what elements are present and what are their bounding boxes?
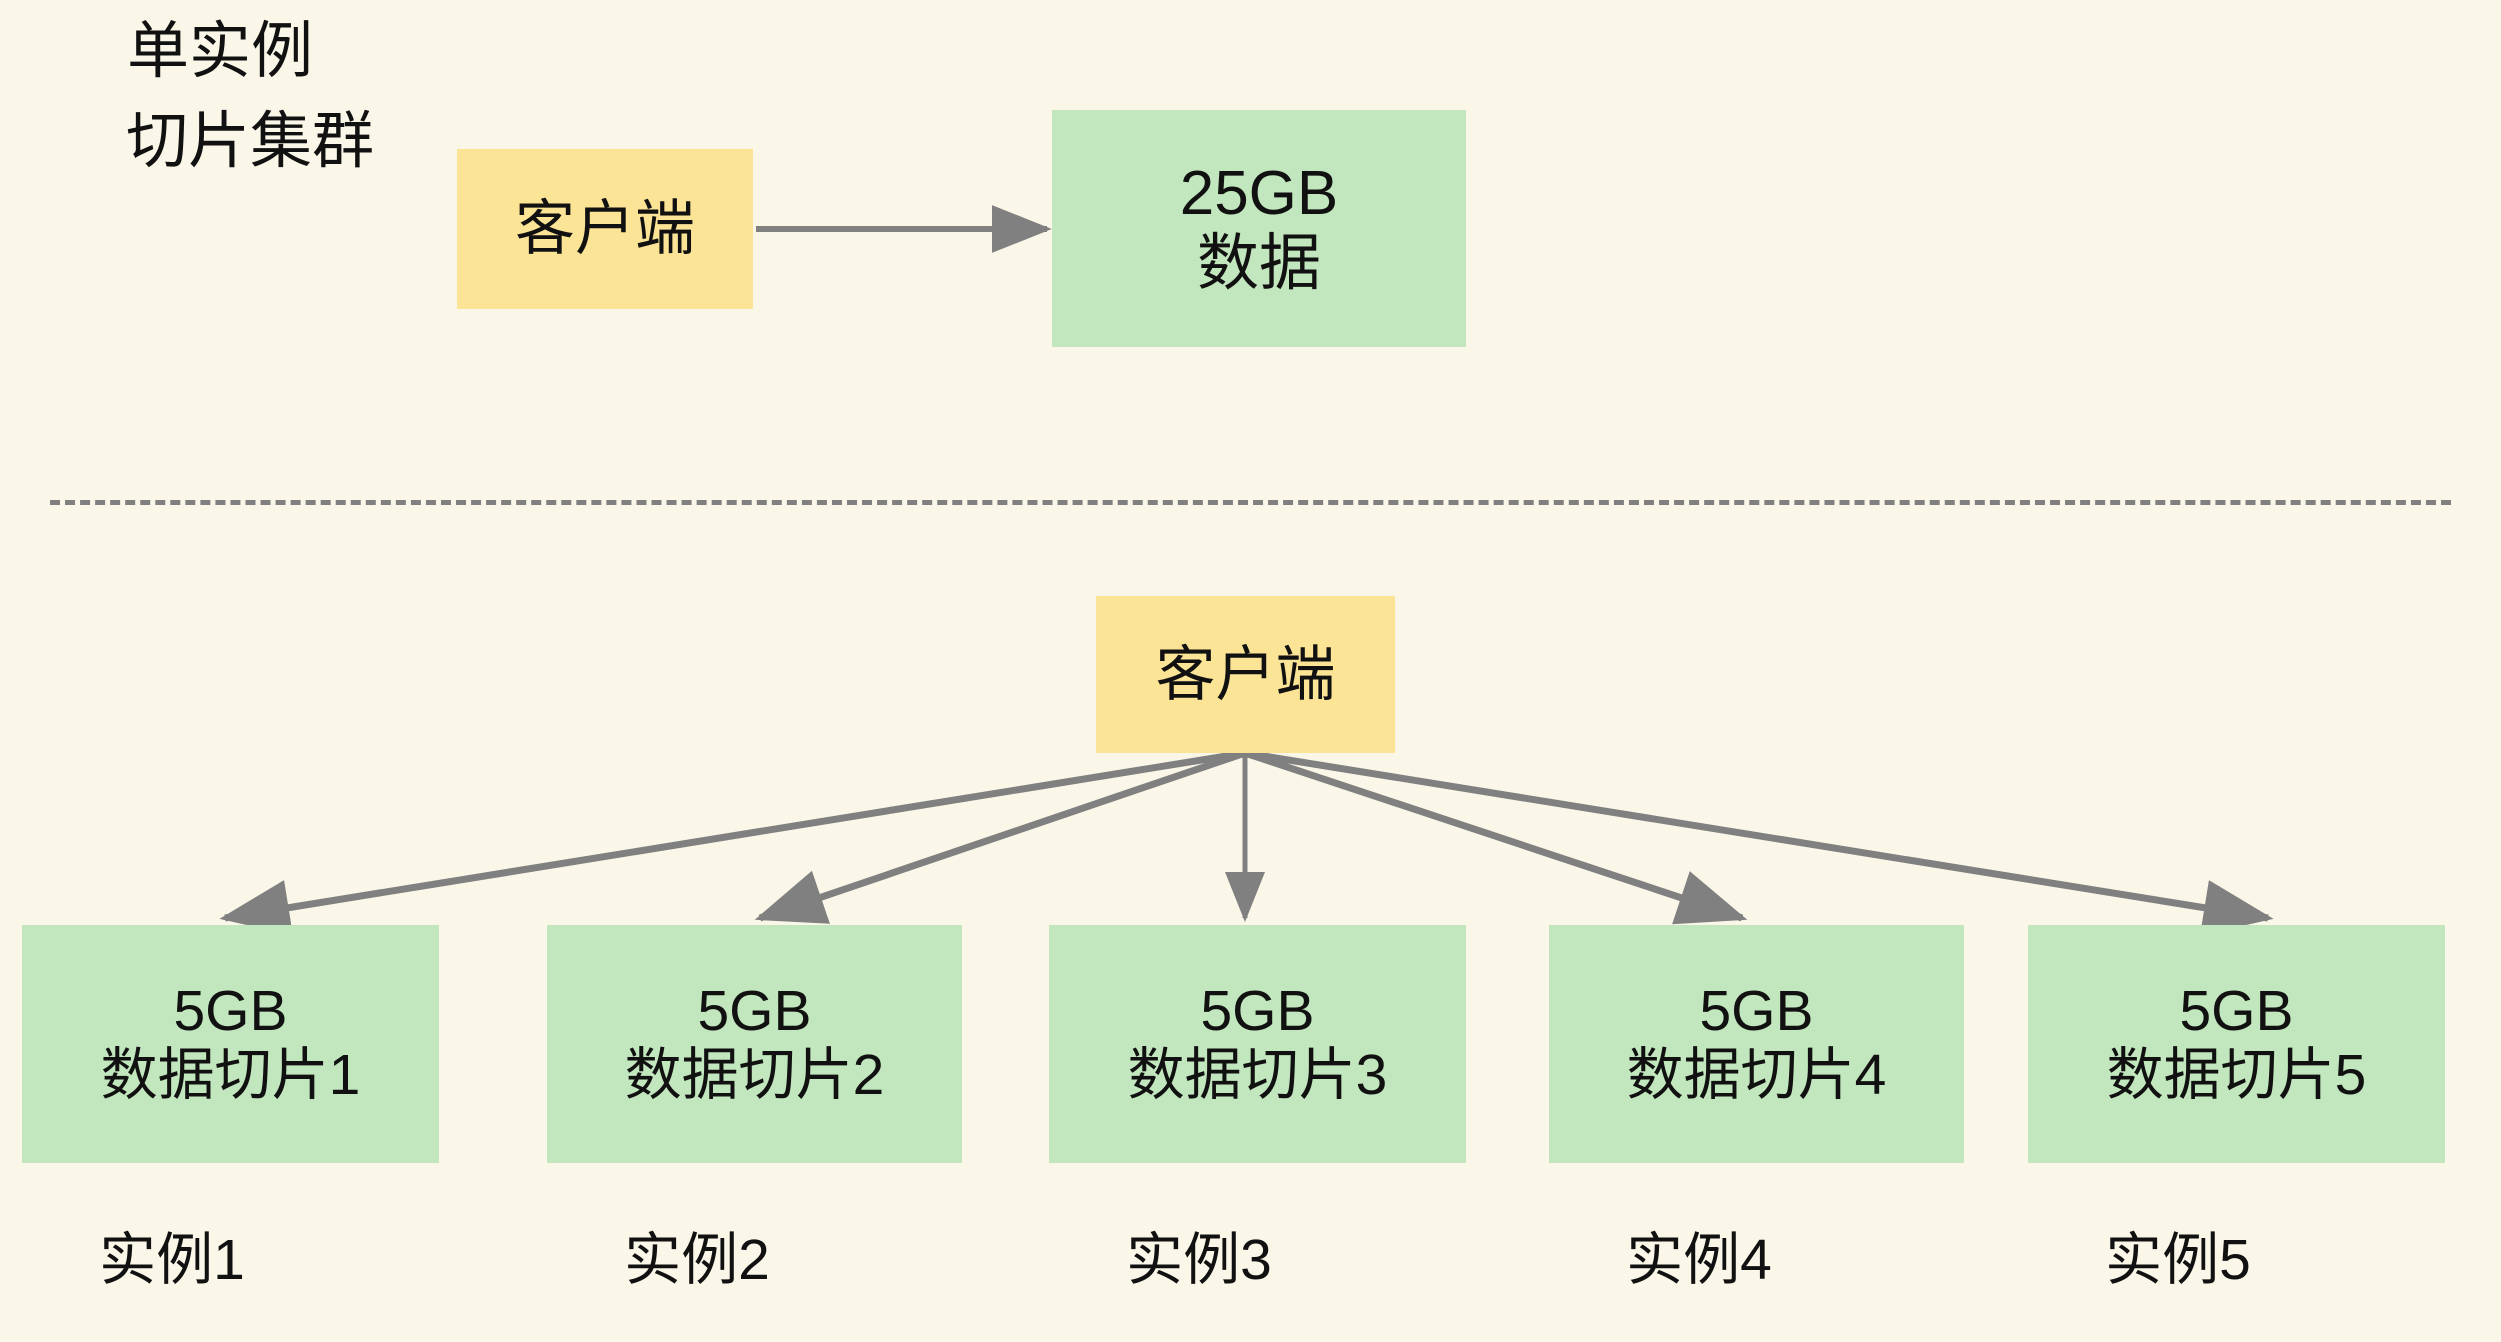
shard-node-1-size: 5GB	[173, 979, 288, 1044]
client-node-sharded[interactable]: 客户端	[1096, 596, 1395, 753]
shard-node-3-size: 5GB	[1200, 979, 1315, 1044]
instance-label-4: 实例4	[1626, 1228, 1772, 1292]
shard-node-3[interactable]: 5GB 数据切片3	[1049, 925, 1466, 1163]
instance-label-1: 实例1	[99, 1228, 245, 1292]
client-node-single-label: 客户端	[515, 195, 695, 263]
arrow-client-to-shard-4	[1243, 749, 1748, 925]
shard-node-3-name: 数据切片3	[1127, 1043, 1388, 1107]
shard-node-5[interactable]: 5GB 数据切片5	[2028, 925, 2445, 1163]
instance-label-3: 实例3	[1126, 1228, 1272, 1292]
shard-node-2[interactable]: 5GB 数据切片2	[547, 925, 962, 1163]
data-node-25gb-name: 数据	[1196, 228, 1321, 298]
section-label-shard-cluster: 切片集群	[125, 107, 374, 176]
section-divider	[50, 500, 2451, 505]
shard-node-1[interactable]: 5GB 数据切片1	[22, 925, 439, 1163]
instance-label-5: 实例5	[2105, 1228, 2251, 1292]
data-node-25gb[interactable]: 25GB 数据	[1052, 110, 1466, 347]
shard-node-1-name: 数据切片1	[100, 1043, 361, 1107]
client-node-single[interactable]: 客户端	[457, 149, 753, 309]
section-label-single-instance: 单实例	[126, 17, 313, 86]
arrow-client-to-shard-2	[754, 749, 1247, 924]
shard-node-5-name: 数据切片5	[2106, 1043, 2367, 1107]
shard-node-2-name: 数据切片2	[624, 1043, 885, 1107]
shard-node-2-size: 5GB	[697, 979, 812, 1044]
shard-node-4[interactable]: 5GB 数据切片4	[1549, 925, 1964, 1163]
arrow-client-to-shard-5	[1244, 749, 2274, 936]
client-node-sharded-label: 客户端	[1155, 640, 1336, 708]
shard-node-4-name: 数据切片4	[1626, 1043, 1887, 1107]
shard-node-5-size: 5GB	[2179, 979, 2294, 1044]
instance-label-2: 实例2	[624, 1228, 770, 1292]
arrow-client-to-shard-1	[219, 749, 1246, 936]
data-node-25gb-size: 25GB	[1179, 159, 1339, 229]
shard-node-4-size: 5GB	[1699, 979, 1814, 1044]
